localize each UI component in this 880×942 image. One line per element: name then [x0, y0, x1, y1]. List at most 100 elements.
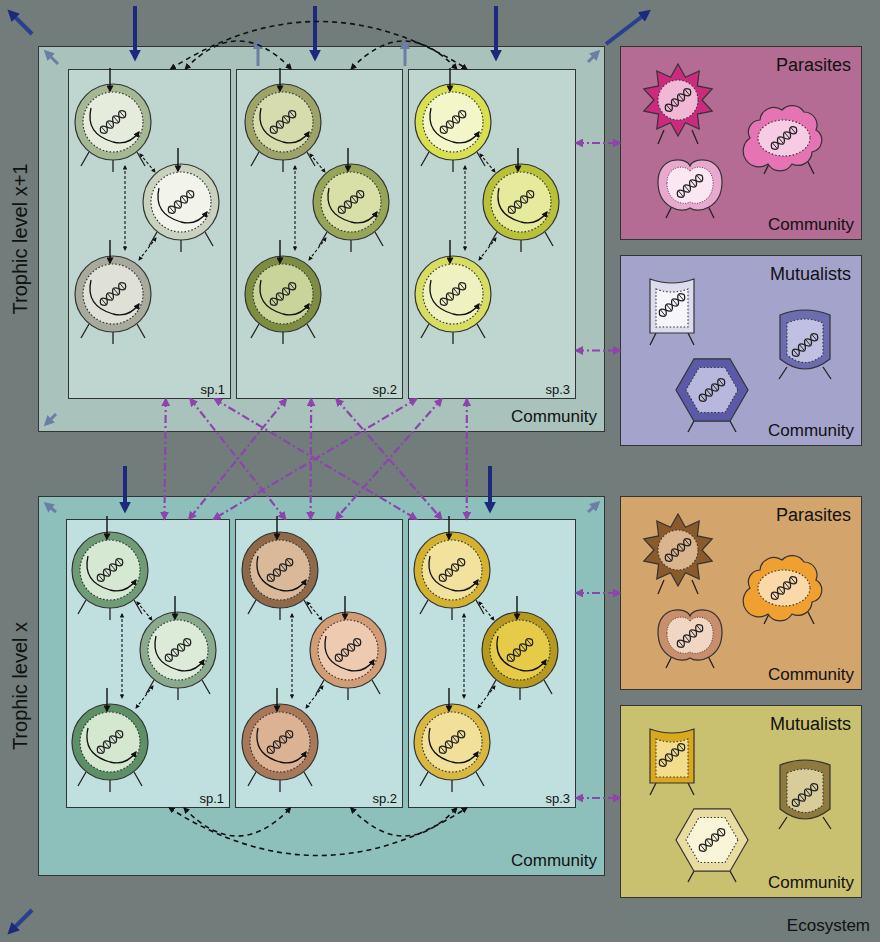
organism [414, 688, 490, 792]
interaction-arrow [214, 399, 417, 519]
community-heading: Parasites [776, 55, 851, 76]
community-heading: Parasites [776, 505, 851, 526]
organism [72, 516, 148, 620]
species-box: sp.2 [235, 519, 403, 808]
competition-arrow [351, 41, 456, 69]
interaction-arrow [576, 142, 620, 144]
interaction-arrow [466, 399, 468, 519]
box-label: Community [511, 407, 597, 427]
box-label: Ecosystem [787, 916, 870, 936]
box-label: Community [511, 851, 597, 871]
organisms [72, 68, 559, 792]
organism [143, 148, 219, 252]
box-label: Community [768, 873, 854, 893]
energy-in-arrow [494, 6, 498, 58]
individual-links [125, 154, 156, 260]
individual-links [465, 154, 496, 260]
competition-arrow [185, 41, 291, 69]
loss-arrow [46, 414, 56, 424]
parasite-icon [644, 64, 712, 144]
competition-arrow [184, 808, 290, 836]
energy-out-arrow [10, 12, 32, 34]
box-label: sp.2 [372, 792, 397, 807]
parasite-community: ParasitesCommunity [620, 496, 862, 690]
box-label: sp.1 [199, 792, 224, 807]
community-heading: Mutualists [770, 264, 851, 285]
organism [245, 68, 321, 172]
competition-arrow [351, 808, 457, 836]
organism [415, 68, 491, 172]
box-label: sp.1 [200, 383, 225, 398]
organism [242, 516, 318, 620]
organism [242, 688, 318, 792]
individual-links [464, 602, 495, 708]
organism [313, 148, 389, 252]
mutualist-icon [676, 809, 748, 882]
interaction-arrow [576, 592, 620, 594]
interaction-arrow [310, 399, 313, 519]
level-label: Trophic level x [9, 622, 32, 750]
organism [245, 240, 321, 344]
mutualist-icon [650, 279, 694, 345]
parasite-icon [743, 106, 822, 174]
organism [72, 688, 148, 792]
mutualist-icon [676, 359, 748, 432]
loss-arrow [404, 42, 407, 66]
species-box: sp.1 [66, 519, 230, 808]
loss-arrow [588, 503, 598, 512]
parasite-community: ParasitesCommunity [620, 46, 862, 240]
parasite-icon [743, 556, 822, 624]
species-box: sp.1 [68, 69, 231, 399]
interaction-arrow [576, 349, 620, 351]
interaction-arrow [576, 797, 620, 799]
interaction-arrow [190, 399, 285, 519]
competition-arrow [171, 22, 467, 70]
mutualist-icon [650, 729, 694, 795]
box-label: Community [768, 215, 854, 235]
level-label: Trophic level x+1 [9, 164, 32, 315]
parasite-icon [658, 610, 722, 668]
mutualist-icon [779, 310, 831, 379]
energy-in-arrow [133, 6, 137, 58]
box-label: Community [768, 421, 854, 441]
species-box: sp.2 [236, 69, 403, 399]
box-label: sp.3 [545, 792, 570, 807]
mutualist-community: MutualistsCommunity [620, 705, 862, 898]
interaction-arrow [164, 399, 165, 519]
box-label: Community [768, 665, 854, 685]
energy-in-arrow [488, 466, 492, 510]
loss-arrow [46, 52, 58, 64]
energy-in-arrow [123, 466, 127, 510]
parasite-icon [644, 514, 712, 594]
energy-arrows [10, 6, 648, 932]
species-box: sp.3 [408, 519, 576, 808]
box-label: sp.3 [545, 383, 570, 398]
energy-in-arrow [313, 6, 317, 58]
loss-arrow [257, 42, 260, 66]
community-box: Trophic level xCommunitysp.1sp.2sp.3 [38, 496, 605, 876]
organism [414, 516, 490, 620]
loss-arrow [46, 504, 56, 512]
organism [140, 596, 216, 700]
parasite-icon [658, 160, 722, 218]
symbionts [644, 64, 831, 882]
organism [482, 596, 558, 700]
organism [483, 148, 559, 252]
interaction-arrow [189, 399, 286, 519]
organism [75, 68, 151, 172]
species-box: sp.3 [408, 69, 576, 399]
community-heading: Mutualists [770, 714, 851, 735]
interaction-arrow [336, 399, 442, 519]
individual-links [122, 602, 153, 708]
individual-links [292, 602, 323, 708]
organism [310, 596, 386, 700]
individual-links [295, 154, 326, 260]
energy-out-arrow [606, 12, 648, 44]
organism [75, 240, 151, 344]
community-box: Trophic level x+1Communitysp.1sp.2sp.3 [38, 46, 605, 432]
box-label: sp.2 [372, 383, 397, 398]
